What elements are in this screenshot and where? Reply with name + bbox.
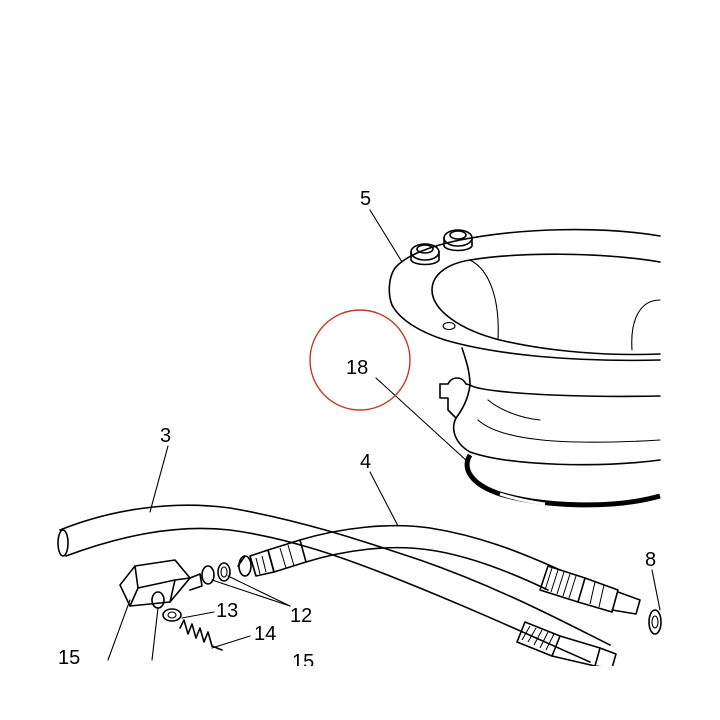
spring-part-14	[179, 619, 223, 651]
housing-part-5	[388, 228, 661, 466]
callout-14: 14	[254, 623, 276, 645]
block-fitting-part-15	[119, 559, 203, 609]
hose-part-4	[237, 524, 641, 615]
washers-part-12	[201, 562, 231, 585]
callout-13: 13	[216, 600, 238, 622]
leader-lines	[107, 209, 661, 661]
callout-4: 4	[360, 451, 371, 473]
callout-8: 8	[645, 549, 656, 571]
callout-5: 5	[360, 188, 371, 210]
washer-part-8	[648, 609, 662, 635]
screw-part-13	[162, 608, 182, 622]
o-ring-part-18	[464, 453, 661, 508]
callout-15-left: 15	[58, 647, 80, 669]
callout-12: 12	[290, 605, 312, 627]
crop-mask-bottom	[0, 666, 720, 720]
highlight-circle	[309, 309, 411, 411]
callout-18: 18	[346, 357, 368, 379]
crop-mask-right	[662, 0, 720, 720]
callout-3: 3	[160, 425, 171, 447]
hose-part-3	[57, 504, 617, 669]
